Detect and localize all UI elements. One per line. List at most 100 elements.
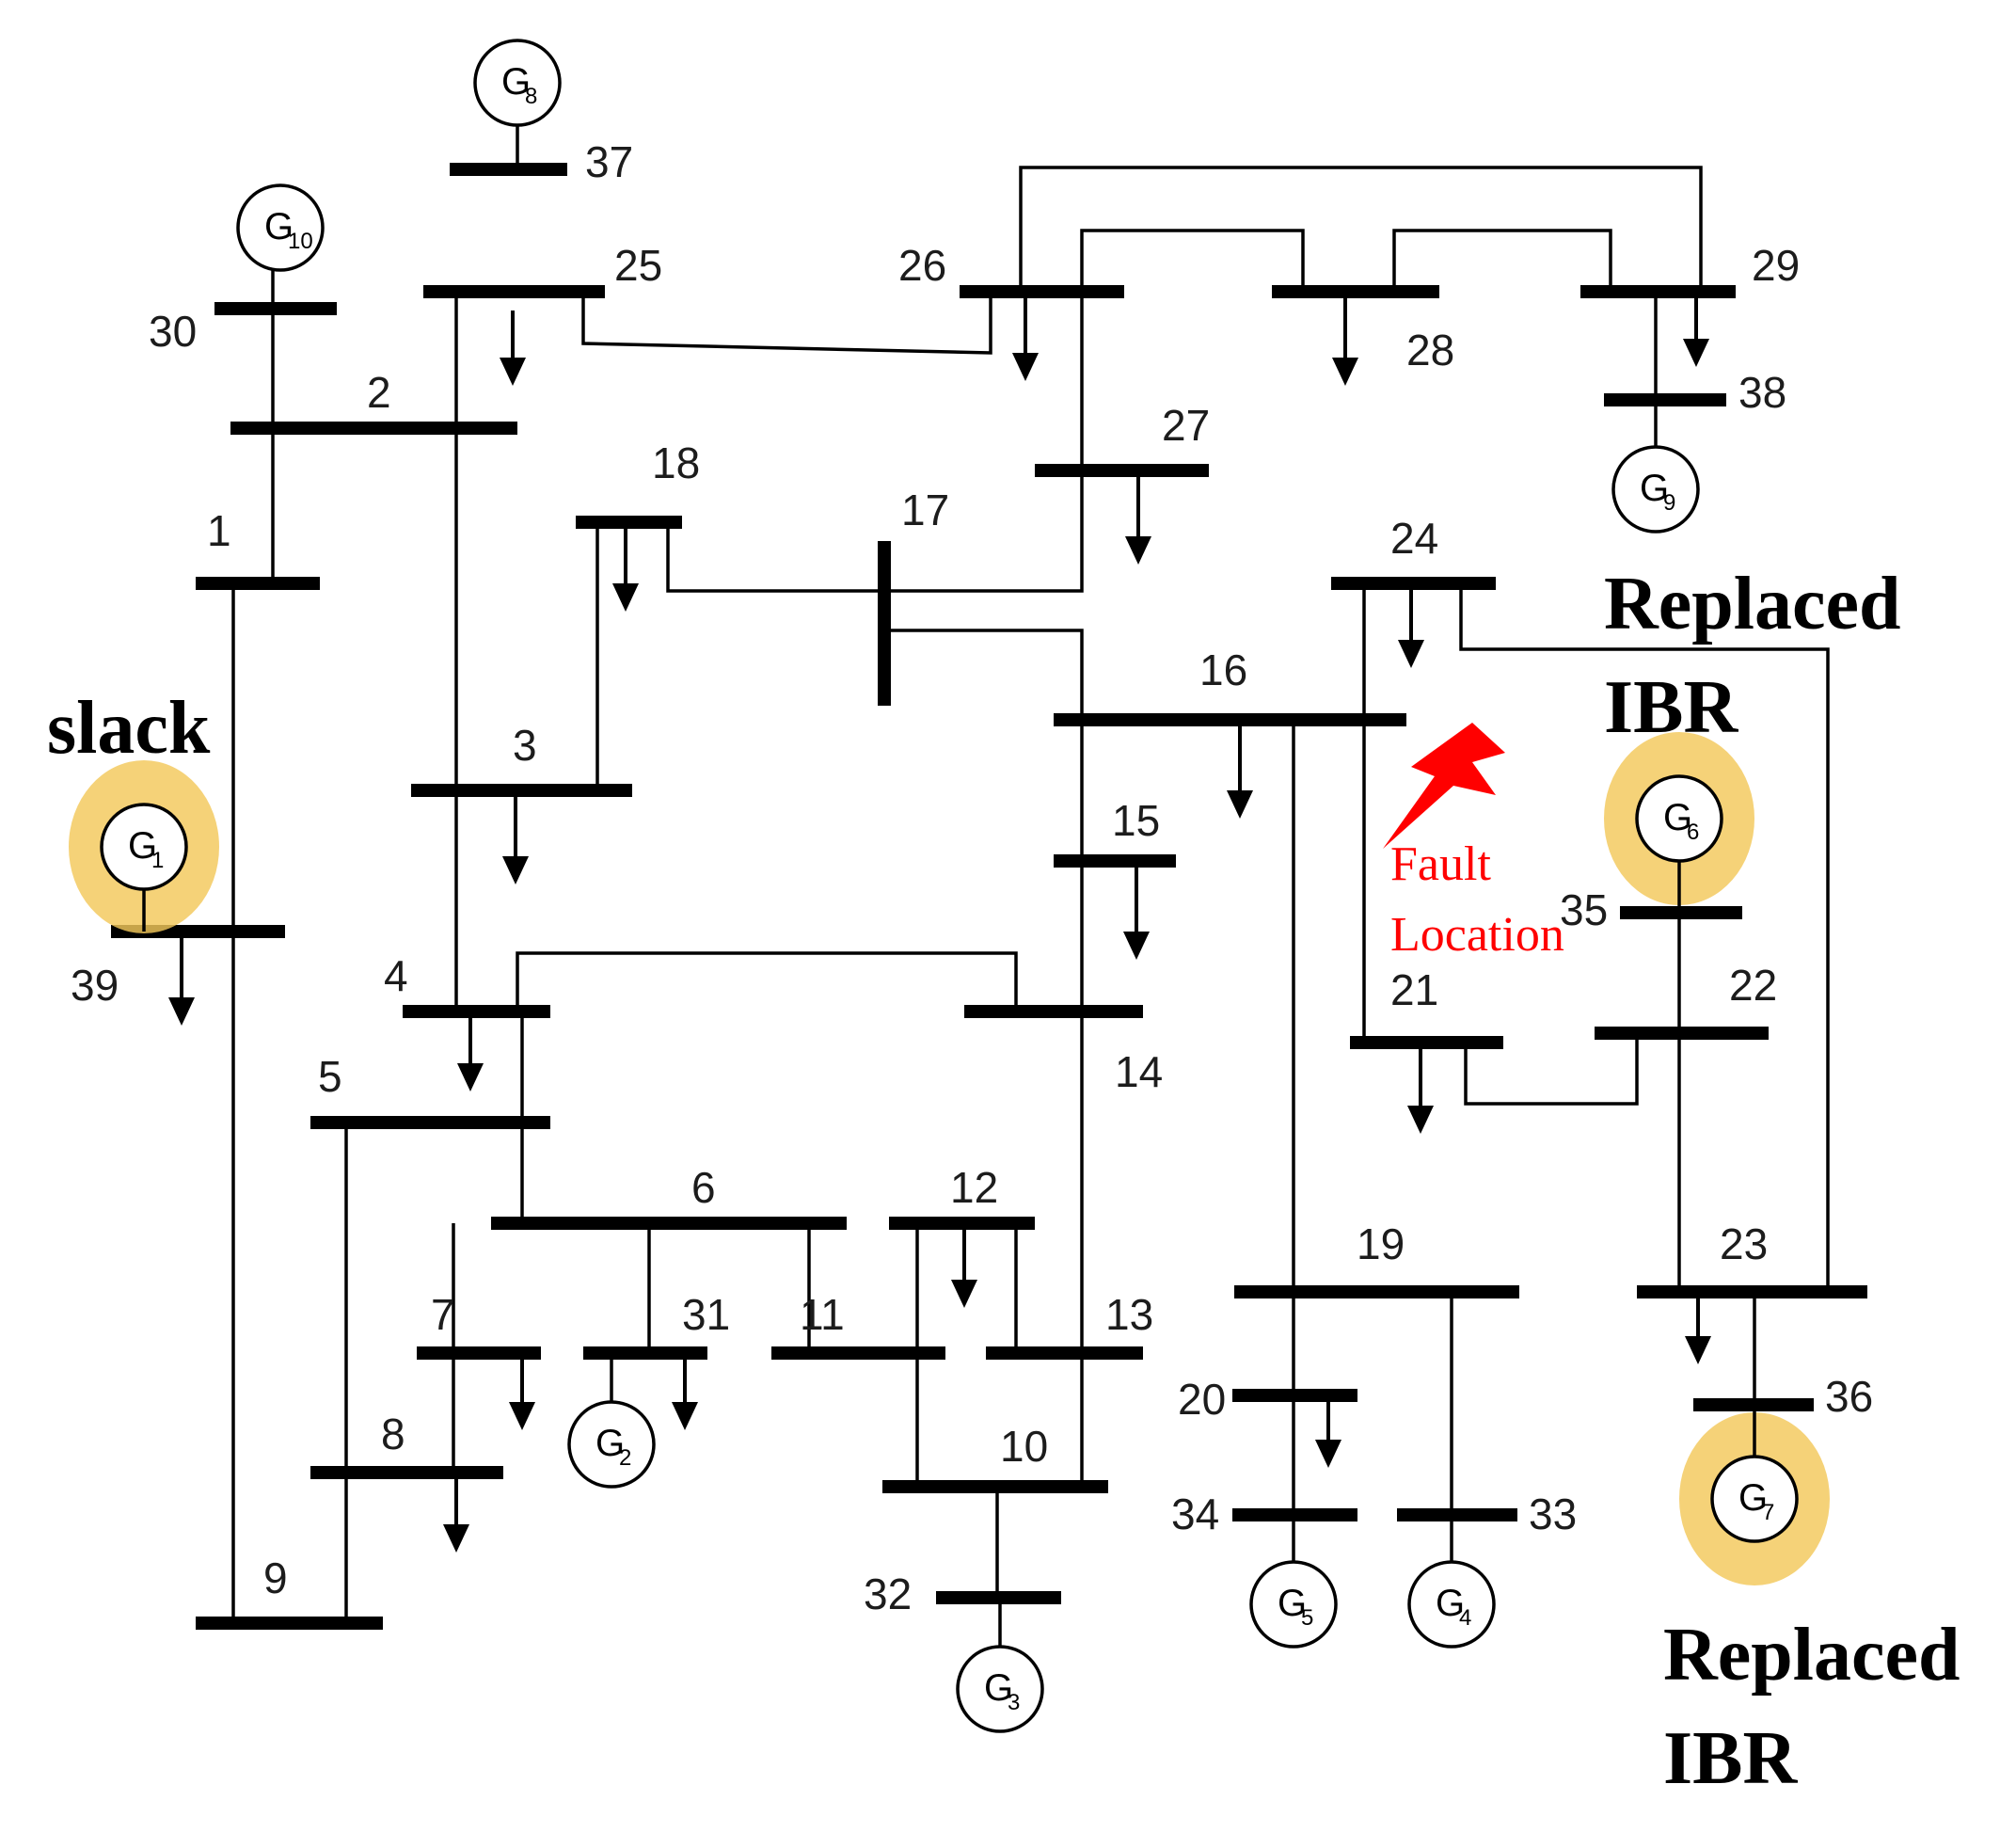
- load-arrow-icon: [500, 358, 526, 386]
- bus-label-7: 7: [431, 1290, 455, 1339]
- load-arrow-icon: [1407, 1106, 1434, 1134]
- bus-label-10: 10: [1000, 1422, 1048, 1471]
- bus-label-36: 36: [1825, 1372, 1873, 1421]
- generator-g10-icon: [236, 183, 325, 272]
- generator-label-g7: G: [1738, 1477, 1768, 1519]
- generator-label-g1: G: [128, 825, 157, 867]
- load-arrow-icon: [1125, 536, 1151, 565]
- bus-label-25: 25: [614, 241, 662, 290]
- line-23: [1459, 583, 1830, 1292]
- bus-label-21: 21: [1390, 965, 1438, 1014]
- bus-label-13: 13: [1105, 1290, 1153, 1339]
- line-5: [884, 229, 1305, 593]
- generator-sub-g7: 7: [1762, 1500, 1774, 1525]
- bus-label-8: 8: [381, 1410, 405, 1458]
- bus-label-26: 26: [898, 241, 946, 290]
- line-7: [1019, 166, 1703, 292]
- generator-g6-icon: [1635, 774, 1723, 863]
- bus-label-23: 23: [1720, 1219, 1768, 1268]
- generator-label-g4: G: [1436, 1583, 1465, 1624]
- busbars: [111, 163, 1867, 1630]
- generator-sub-g6: 6: [1687, 820, 1699, 845]
- generator-g8-icon: [473, 39, 562, 127]
- fault-lightning-icon: [1383, 723, 1505, 849]
- generator-label-g10: G: [264, 206, 294, 247]
- bus-label-14: 14: [1115, 1047, 1163, 1096]
- bus-label-3: 3: [513, 721, 537, 770]
- bus-label-24: 24: [1390, 514, 1438, 563]
- generator-sub-g3: 3: [1008, 1690, 1020, 1715]
- replaced-ibr-2-line1: Replaced: [1663, 1614, 1960, 1697]
- replaced-ibr-1-line2: IBR: [1604, 666, 1738, 749]
- bus-label-17: 17: [901, 486, 949, 534]
- bus-label-31: 31: [682, 1290, 730, 1339]
- load-arrow-icon: [443, 1524, 469, 1553]
- generator-label-g9: G: [1640, 468, 1669, 509]
- generator-g5-icon: [1249, 1560, 1338, 1649]
- load-arrow-icon: [672, 1402, 698, 1430]
- bus-label-1: 1: [207, 506, 231, 555]
- generator-sub-g10: 10: [288, 229, 313, 254]
- generator-label-g6: G: [1663, 797, 1692, 838]
- load-arrow-icon: [612, 583, 639, 612]
- generator-sub-g2: 2: [619, 1445, 631, 1471]
- generator-g7-icon: [1710, 1455, 1799, 1543]
- bus-label-29: 29: [1752, 241, 1800, 290]
- generator-g3-icon: [956, 1645, 1044, 1733]
- bus-label-16: 16: [1199, 645, 1247, 694]
- fault-bolt: [1383, 723, 1505, 849]
- slack-label: slack: [47, 687, 211, 770]
- generator-label-g3: G: [984, 1667, 1013, 1709]
- load-arrow-icon: [502, 856, 529, 884]
- bus-label-22: 22: [1729, 961, 1777, 1010]
- bus-label-27: 27: [1162, 401, 1210, 450]
- load-arrow-icon: [951, 1280, 977, 1308]
- line-9: [884, 629, 1084, 1012]
- bus-label-6: 6: [691, 1163, 716, 1212]
- bus-label-2: 2: [367, 368, 391, 417]
- bus-label-5: 5: [318, 1052, 342, 1101]
- bus-label-19: 19: [1357, 1219, 1405, 1268]
- bus-label-20: 20: [1178, 1375, 1226, 1424]
- bus-label-12: 12: [950, 1163, 998, 1212]
- bus-label-9: 9: [263, 1553, 288, 1602]
- generator-label-g8: G: [501, 61, 531, 103]
- bus-label-35: 35: [1560, 885, 1608, 934]
- generator-label-g2: G: [595, 1423, 625, 1464]
- bus-label-37: 37: [585, 137, 633, 186]
- fault-label-line2: Location: [1390, 908, 1564, 962]
- bus-label-4: 4: [384, 951, 408, 1000]
- load-arrow-icon: [1685, 1336, 1711, 1364]
- replaced-ibr-2-line2: IBR: [1663, 1717, 1798, 1800]
- load-arrow-icon: [168, 997, 195, 1026]
- line-11: [516, 951, 1018, 1012]
- line-8: [581, 292, 992, 355]
- bus-label-28: 28: [1406, 326, 1454, 374]
- bus-label-38: 38: [1738, 368, 1786, 417]
- load-arrow-icon: [457, 1063, 484, 1091]
- generator-sub-g8: 8: [525, 84, 537, 109]
- generator-sub-g9: 9: [1663, 490, 1675, 516]
- generator-sub-g4: 4: [1459, 1605, 1471, 1631]
- generator-g1-icon: [100, 803, 188, 891]
- bus-label-34: 34: [1171, 1489, 1219, 1538]
- generator-g2-icon: [567, 1400, 656, 1489]
- bus-label-18: 18: [652, 438, 700, 487]
- bus-label-39: 39: [71, 961, 119, 1010]
- load-arrow-icon: [1315, 1440, 1341, 1468]
- load-arrow-icon: [1332, 358, 1358, 386]
- line-6: [1392, 229, 1612, 292]
- generator-sub-g5: 5: [1301, 1605, 1313, 1631]
- generator-g4-icon: [1407, 1560, 1496, 1649]
- load-arrows: [168, 292, 1711, 1553]
- load-arrow-icon: [1123, 932, 1150, 960]
- load-arrow-icon: [1227, 790, 1253, 819]
- generator-g9-icon: [1611, 445, 1700, 534]
- load-arrow-icon: [1012, 353, 1039, 381]
- load-arrow-icon: [1683, 339, 1709, 367]
- fault-label-line1: Fault: [1390, 837, 1491, 891]
- generator-label-g5: G: [1278, 1583, 1307, 1624]
